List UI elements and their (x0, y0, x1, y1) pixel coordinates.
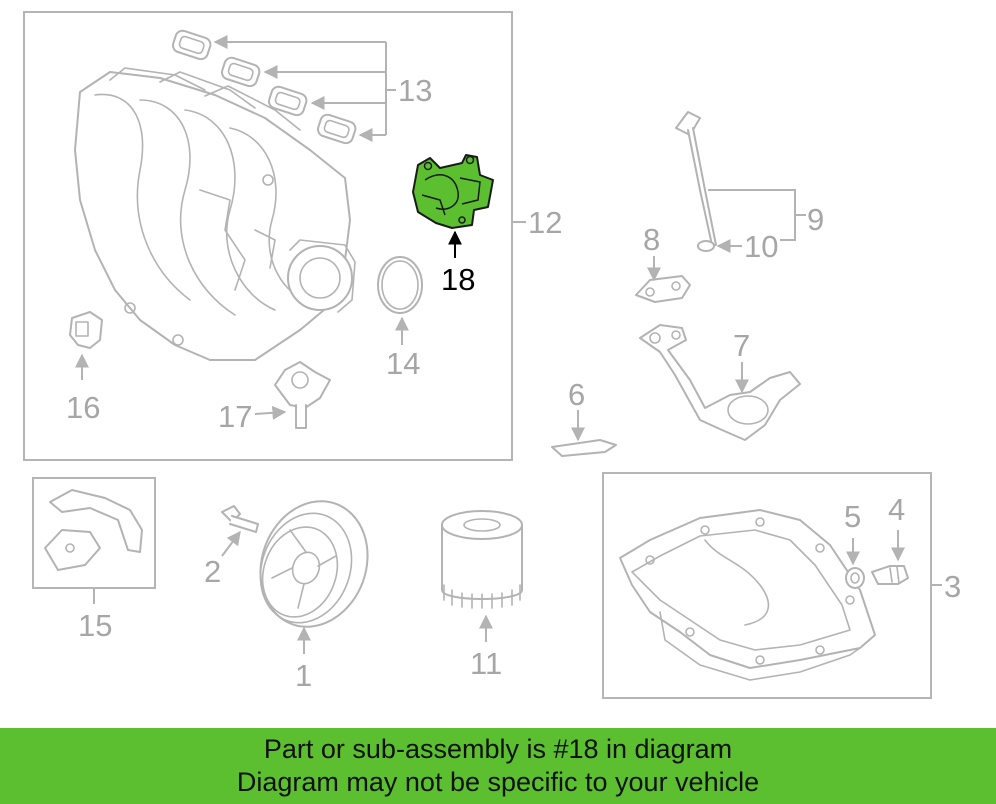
part-16-sensor (69, 311, 103, 380)
label-5: 5 (844, 499, 861, 534)
label-6: 6 (568, 377, 585, 412)
part-6-clip (551, 410, 617, 457)
label-11: 11 (470, 646, 502, 681)
intake-manifold (74, 67, 356, 361)
part-18-highlighted (412, 154, 494, 258)
label-1: 1 (295, 658, 312, 693)
part-14-o-ring (377, 256, 423, 345)
label-3: 3 (944, 569, 961, 604)
label-13: 13 (398, 73, 432, 108)
part-5-washer (845, 538, 865, 589)
part-9-dipstick (675, 111, 806, 246)
label-16: 16 (66, 390, 100, 425)
parts-diagram: 13 18 12 14 16 17 9 (23, 11, 961, 699)
label-8: 8 (643, 222, 660, 257)
part-11-oil-filter (441, 510, 523, 642)
part-17-valve (254, 361, 331, 429)
part-4-drain-plug (871, 530, 909, 585)
label-10: 10 (744, 229, 778, 264)
part-7-oil-strainer (639, 324, 801, 441)
part-13-gaskets (171, 29, 396, 145)
label-4: 4 (888, 492, 905, 527)
info-banner: Part or sub-assembly is #18 in diagram D… (0, 728, 996, 804)
label-14: 14 (386, 346, 420, 381)
label-17: 17 (218, 399, 252, 434)
label-7: 7 (733, 328, 750, 363)
part-15-brackets (44, 489, 143, 604)
intake-group-box (23, 11, 513, 461)
part-3-oil-pan (619, 509, 942, 681)
part-1-pulley (259, 500, 369, 654)
part-10-seal (697, 239, 742, 253)
label-9: 9 (807, 202, 824, 237)
label-12: 12 (528, 205, 562, 240)
label-15: 15 (78, 608, 112, 643)
label-18: 18 (441, 262, 475, 297)
part-8-gasket (635, 256, 691, 303)
banner-line-1: Part or sub-assembly is #18 in diagram (263, 734, 733, 764)
part-2-bolt (221, 505, 259, 557)
label-2: 2 (204, 554, 221, 589)
banner-line-2: Diagram may not be specific to your vehi… (236, 767, 760, 797)
